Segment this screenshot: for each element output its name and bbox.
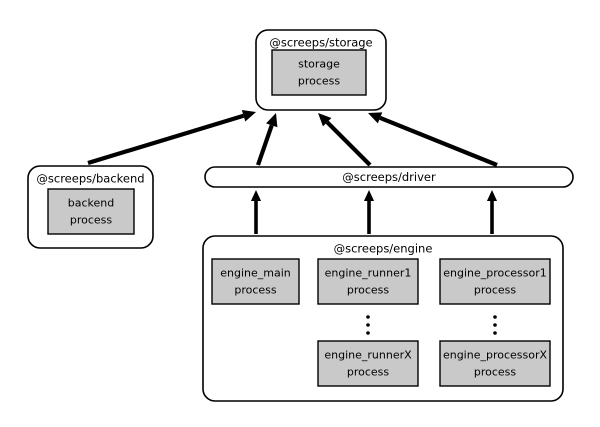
arrow-head bbox=[266, 113, 278, 128]
package-label-storage: @screeps/storage bbox=[269, 36, 372, 50]
arrow-driver-to-storage-right bbox=[368, 112, 498, 167]
ellipsis-runner-ellipsis bbox=[366, 315, 370, 335]
arrow-driver-to-storage-middle bbox=[318, 113, 372, 167]
process-kind-storage-process: process bbox=[298, 75, 341, 88]
process-name-engine-main: engine_main bbox=[220, 267, 291, 280]
process-name-engine-processor1: engine_processor1 bbox=[443, 267, 547, 280]
process-kind-engine-runnerX: process bbox=[347, 366, 390, 379]
ellipsis-dot bbox=[493, 323, 497, 327]
process-name-storage-process: storage bbox=[298, 58, 340, 71]
ellipsis-dot bbox=[366, 331, 370, 335]
package-outline-driver bbox=[204, 166, 574, 188]
process-name-engine-runner1: engine_runner1 bbox=[325, 267, 412, 280]
arrow-engine-to-driver-middle bbox=[363, 190, 375, 234]
process-outline-engine-main bbox=[211, 258, 300, 305]
package-storage[interactable]: @screeps/storage storage process bbox=[255, 29, 387, 111]
arrow-shaft bbox=[325, 120, 372, 167]
packages-layer: @screeps/storagestorageprocess@screeps/b… bbox=[27, 29, 574, 402]
package-backend[interactable]: @screeps/backend backend process bbox=[27, 165, 154, 249]
process-storage-process[interactable]: storage process bbox=[271, 49, 367, 96]
package-label-driver: @screeps/driver bbox=[342, 170, 436, 184]
arrow-shaft bbox=[254, 201, 258, 234]
process-kind-engine-main: process bbox=[234, 284, 277, 297]
arrow-head bbox=[486, 190, 498, 201]
arrow-shaft bbox=[379, 115, 498, 167]
arrow-shaft bbox=[490, 201, 494, 234]
process-kind-engine-processorX: process bbox=[474, 366, 517, 379]
ellipsis-dot bbox=[493, 331, 497, 335]
package-label-engine: @screeps/engine bbox=[334, 242, 433, 256]
arrow-head bbox=[250, 190, 262, 201]
process-outline-engine-runner1 bbox=[317, 258, 419, 305]
arrow-shaft bbox=[256, 124, 274, 166]
arrow-head bbox=[368, 112, 383, 124]
process-kind-backend-process: process bbox=[70, 214, 113, 227]
arrow-head bbox=[318, 113, 332, 127]
arrow-shaft bbox=[87, 113, 245, 166]
package-label-backend: @screeps/backend bbox=[36, 172, 144, 186]
package-engine[interactable]: @screeps/engineengine_mainprocessengine_… bbox=[202, 235, 564, 402]
arrow-driver-to-storage-left bbox=[256, 113, 278, 166]
ellipses-layer bbox=[366, 315, 497, 335]
process-name-engine-processorX: engine_processorX bbox=[443, 349, 548, 362]
arrow-head bbox=[241, 110, 256, 122]
arrow-engine-to-driver-right bbox=[486, 190, 498, 234]
process-name-backend-process: backend bbox=[68, 197, 114, 210]
ellipsis-dot bbox=[366, 323, 370, 327]
ellipsis-processor-ellipsis bbox=[493, 315, 497, 335]
package-driver[interactable]: @screeps/driver bbox=[204, 166, 574, 188]
ellipsis-dot bbox=[493, 315, 497, 319]
process-kind-engine-runner1: process bbox=[347, 284, 390, 297]
process-kind-engine-processor1: process bbox=[474, 284, 517, 297]
connections-layer bbox=[87, 110, 498, 234]
process-outline-backend-process bbox=[47, 188, 135, 235]
process-backend-process[interactable]: backend process bbox=[47, 188, 135, 235]
arrow-shaft bbox=[367, 201, 371, 234]
process-name-engine-runnerX: engine_runnerX bbox=[324, 349, 412, 362]
arrow-head bbox=[363, 190, 375, 201]
process-outline-engine-processor1 bbox=[439, 258, 551, 305]
ellipsis-dot bbox=[366, 315, 370, 319]
arrow-engine-to-driver-left bbox=[250, 190, 262, 234]
arrow-backend-to-storage bbox=[87, 110, 256, 166]
process-outline-engine-runnerX bbox=[317, 340, 419, 387]
process-outline-engine-processorX bbox=[439, 340, 551, 387]
process-outline-storage-process bbox=[271, 49, 367, 96]
